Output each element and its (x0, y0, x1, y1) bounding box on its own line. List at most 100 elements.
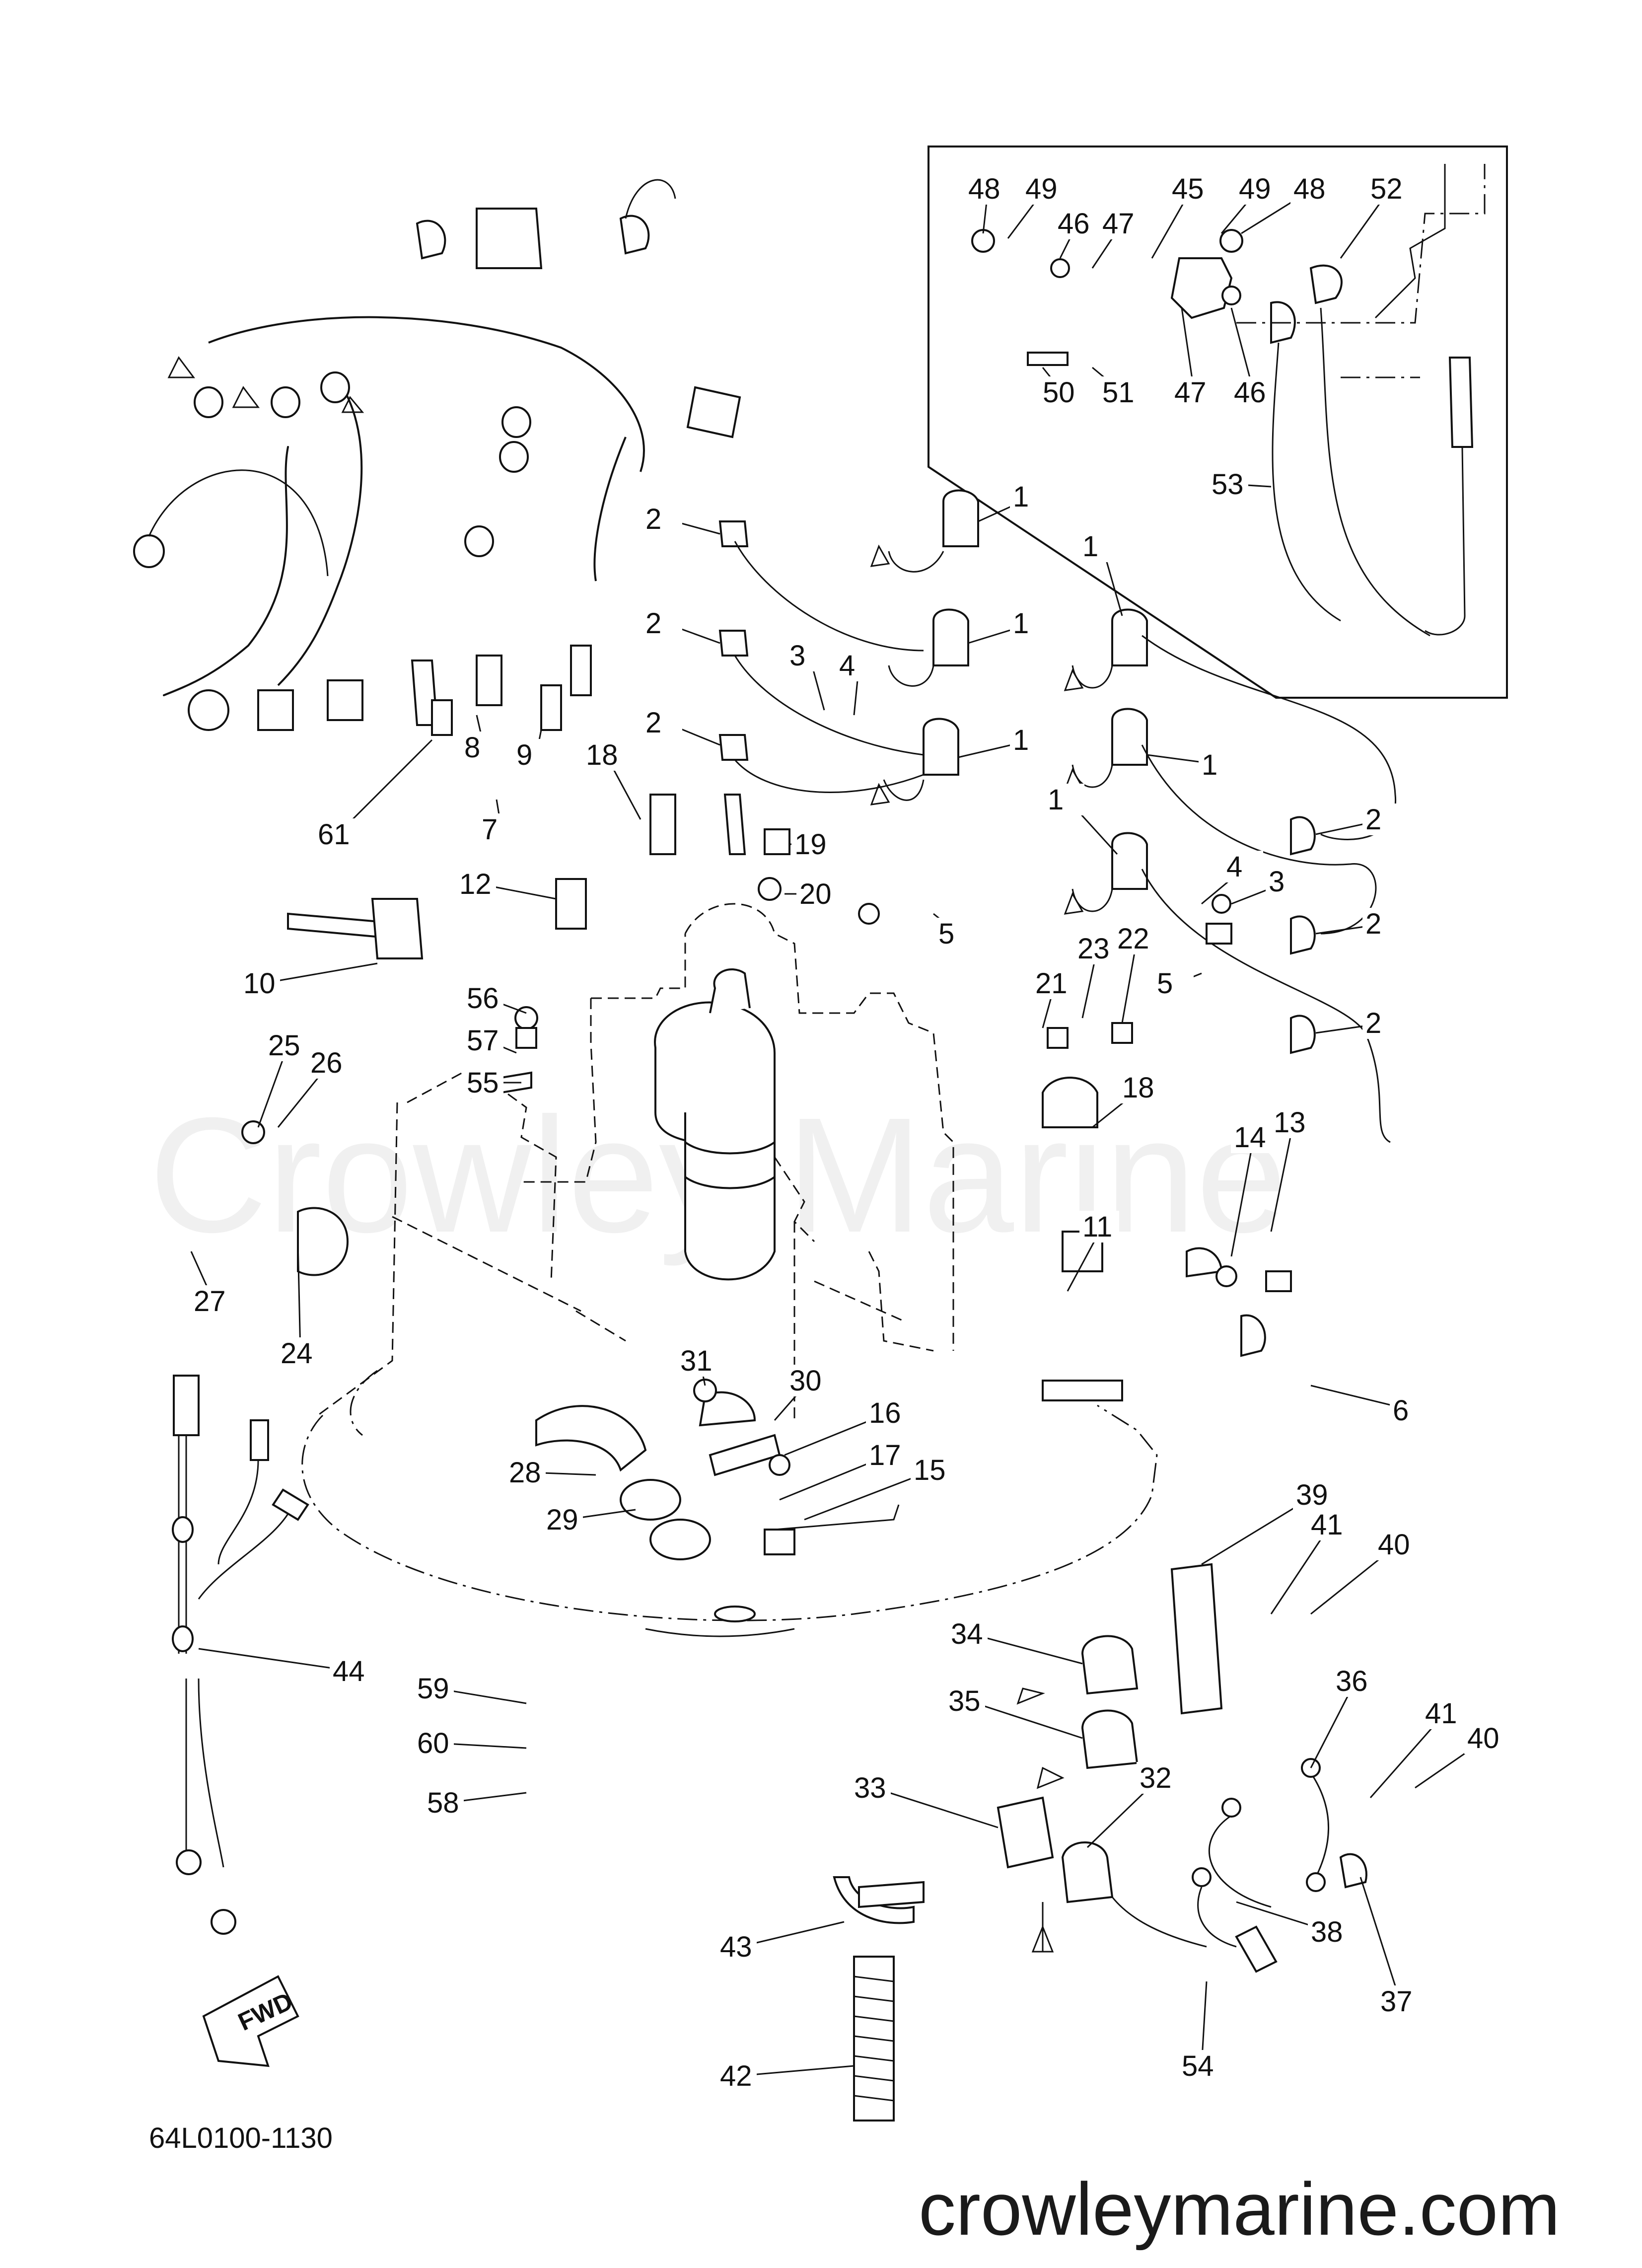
callout-label-c2a[interactable]: 2 (645, 503, 661, 535)
callout-label-c41a[interactable]: 41 (1311, 1509, 1343, 1541)
callout-label-c32[interactable]: 32 (1140, 1762, 1172, 1794)
callout-label-c2b[interactable]: 2 (645, 607, 661, 640)
callout-label-c31[interactable]: 31 (680, 1345, 713, 1377)
callout-bg-c30 (786, 1365, 826, 1396)
callout-label-c4a[interactable]: 4 (839, 650, 855, 682)
callout-label-c57[interactable]: 57 (467, 1024, 499, 1057)
callout-label-c60[interactable]: 60 (417, 1727, 449, 1759)
callout-label-c6[interactable]: 6 (1393, 1394, 1409, 1427)
callout-label-c44[interactable]: 44 (333, 1655, 365, 1687)
callout-label-c18b[interactable]: 18 (1122, 1072, 1154, 1104)
callout-label-c5b[interactable]: 5 (1157, 967, 1173, 1000)
callout-label-c1a[interactable]: 1 (1013, 481, 1029, 513)
callout-bg-c14 (1231, 1121, 1271, 1153)
callout-bg-c5b (1154, 967, 1194, 999)
callout-label-c40b[interactable]: 40 (1467, 1722, 1499, 1755)
callout-label-c11[interactable]: 11 (1082, 1211, 1112, 1243)
callout-label-c3a[interactable]: 3 (789, 640, 805, 672)
callout-label-c30[interactable]: 30 (789, 1365, 822, 1397)
callout-bg-c46a (1055, 208, 1094, 239)
callout-label-c2f[interactable]: 2 (1365, 1007, 1381, 1039)
callout-leader-c34 (970, 1633, 1083, 1665)
callout-label-c53[interactable]: 53 (1212, 468, 1244, 501)
callout-label-c1b[interactable]: 1 (1013, 607, 1029, 640)
callout-bg-c37 (1377, 1985, 1417, 2017)
callout-label-c56[interactable]: 56 (467, 982, 499, 1015)
callout-label-c1c[interactable]: 1 (1013, 724, 1029, 756)
callout-label-c10[interactable]: 10 (243, 967, 276, 1000)
callout-label-c2c[interactable]: 2 (645, 707, 661, 739)
callout-label-c14[interactable]: 14 (1234, 1121, 1266, 1154)
callout-bg-c12 (456, 868, 496, 900)
callout-bg-c59 (414, 1673, 454, 1704)
callout-label-c1e[interactable]: 1 (1202, 749, 1217, 781)
callout-label-c48a[interactable]: 48 (968, 173, 1000, 205)
callout-bg-c45 (1169, 173, 1209, 205)
callout-label-c1d[interactable]: 1 (1082, 530, 1098, 563)
callout-label-c49a[interactable]: 49 (1025, 173, 1058, 205)
callout-label-c40a[interactable]: 40 (1378, 1529, 1410, 1561)
callout-label-c50[interactable]: 50 (1043, 376, 1075, 409)
callout-label-c5a[interactable]: 5 (938, 918, 954, 950)
callout-label-c3b[interactable]: 3 (1269, 866, 1285, 898)
callout-label-c47a[interactable]: 47 (1102, 208, 1135, 240)
callout-bg-c7 (479, 813, 518, 845)
callout-label-c61[interactable]: 61 (318, 818, 350, 851)
callout-label-c42[interactable]: 42 (720, 2060, 752, 2092)
callout-label-c36[interactable]: 36 (1336, 1665, 1368, 1697)
callout-label-c51[interactable]: 51 (1102, 376, 1135, 409)
callout-label-c23[interactable]: 23 (1077, 933, 1110, 965)
callout-label-c24[interactable]: 24 (281, 1337, 313, 1370)
callout-label-c22[interactable]: 22 (1117, 923, 1149, 955)
callout-bg-c15 (911, 1454, 950, 1486)
callout-label-c1f[interactable]: 1 (1048, 784, 1064, 816)
callout-label-c35[interactable]: 35 (948, 1685, 981, 1717)
callout-label-c28[interactable]: 28 (509, 1457, 541, 1489)
callout-label-c26[interactable]: 26 (310, 1047, 343, 1079)
callout-label-c46a[interactable]: 46 (1058, 208, 1090, 240)
callout-label-c18a[interactable]: 18 (586, 739, 618, 771)
callout-label-c8[interactable]: 8 (464, 732, 480, 764)
callout-label-c2e[interactable]: 2 (1365, 908, 1381, 940)
callout-label-c15[interactable]: 15 (914, 1454, 946, 1486)
callout-label-c9[interactable]: 9 (516, 739, 532, 771)
callout-label-c49b[interactable]: 49 (1239, 173, 1271, 205)
callout-bg-c41b (1422, 1697, 1462, 1729)
callout-label-c19[interactable]: 19 (794, 828, 827, 861)
callout-label-c41b[interactable]: 41 (1425, 1697, 1457, 1730)
callout-label-c25[interactable]: 25 (268, 1029, 300, 1062)
callout-label-c45[interactable]: 45 (1172, 173, 1204, 205)
callout-bg-c32 (1137, 1762, 1176, 1794)
callout-bg-c8 (461, 732, 501, 763)
callout-label-c38[interactable]: 38 (1311, 1916, 1343, 1948)
callout-label-c29[interactable]: 29 (546, 1504, 578, 1536)
callout-label-c59[interactable]: 59 (417, 1673, 449, 1705)
callout-label-c21[interactable]: 21 (1035, 967, 1068, 1000)
callout-label-c33[interactable]: 33 (854, 1772, 886, 1804)
callout-label-c16[interactable]: 16 (869, 1397, 901, 1429)
callout-label-c52[interactable]: 52 (1370, 173, 1403, 205)
callout-label-c17[interactable]: 17 (869, 1439, 901, 1471)
callout-label-c48b[interactable]: 48 (1293, 173, 1326, 205)
callout-label-c13[interactable]: 13 (1274, 1106, 1306, 1139)
callout-bg-c46b (1231, 376, 1271, 408)
callout-label-c58[interactable]: 58 (427, 1787, 459, 1819)
callout-bg-c18b (1119, 1072, 1159, 1103)
callout-label-c34[interactable]: 34 (951, 1618, 983, 1650)
callout-label-c46b[interactable]: 46 (1234, 376, 1266, 409)
callout-label-c54[interactable]: 54 (1182, 2050, 1214, 2082)
callout-bg-c52 (1367, 173, 1407, 205)
callout-label-c2d[interactable]: 2 (1365, 804, 1381, 836)
callout-label-c4b[interactable]: 4 (1226, 851, 1242, 883)
callout-label-c12[interactable]: 12 (459, 868, 492, 900)
callout-label-c27[interactable]: 27 (194, 1285, 226, 1317)
callout-bg-c34 (948, 1618, 988, 1650)
callout-label-c47b[interactable]: 47 (1174, 376, 1207, 409)
callout-label-c7[interactable]: 7 (482, 813, 498, 846)
callout-label-c20[interactable]: 20 (799, 878, 832, 910)
callout-label-c37[interactable]: 37 (1380, 1985, 1413, 2018)
callout-label-c43[interactable]: 43 (720, 1931, 752, 1963)
callout-label-c39[interactable]: 39 (1296, 1479, 1328, 1511)
callout-bg-c51 (1099, 376, 1139, 408)
callout-label-c55[interactable]: 55 (467, 1067, 499, 1099)
